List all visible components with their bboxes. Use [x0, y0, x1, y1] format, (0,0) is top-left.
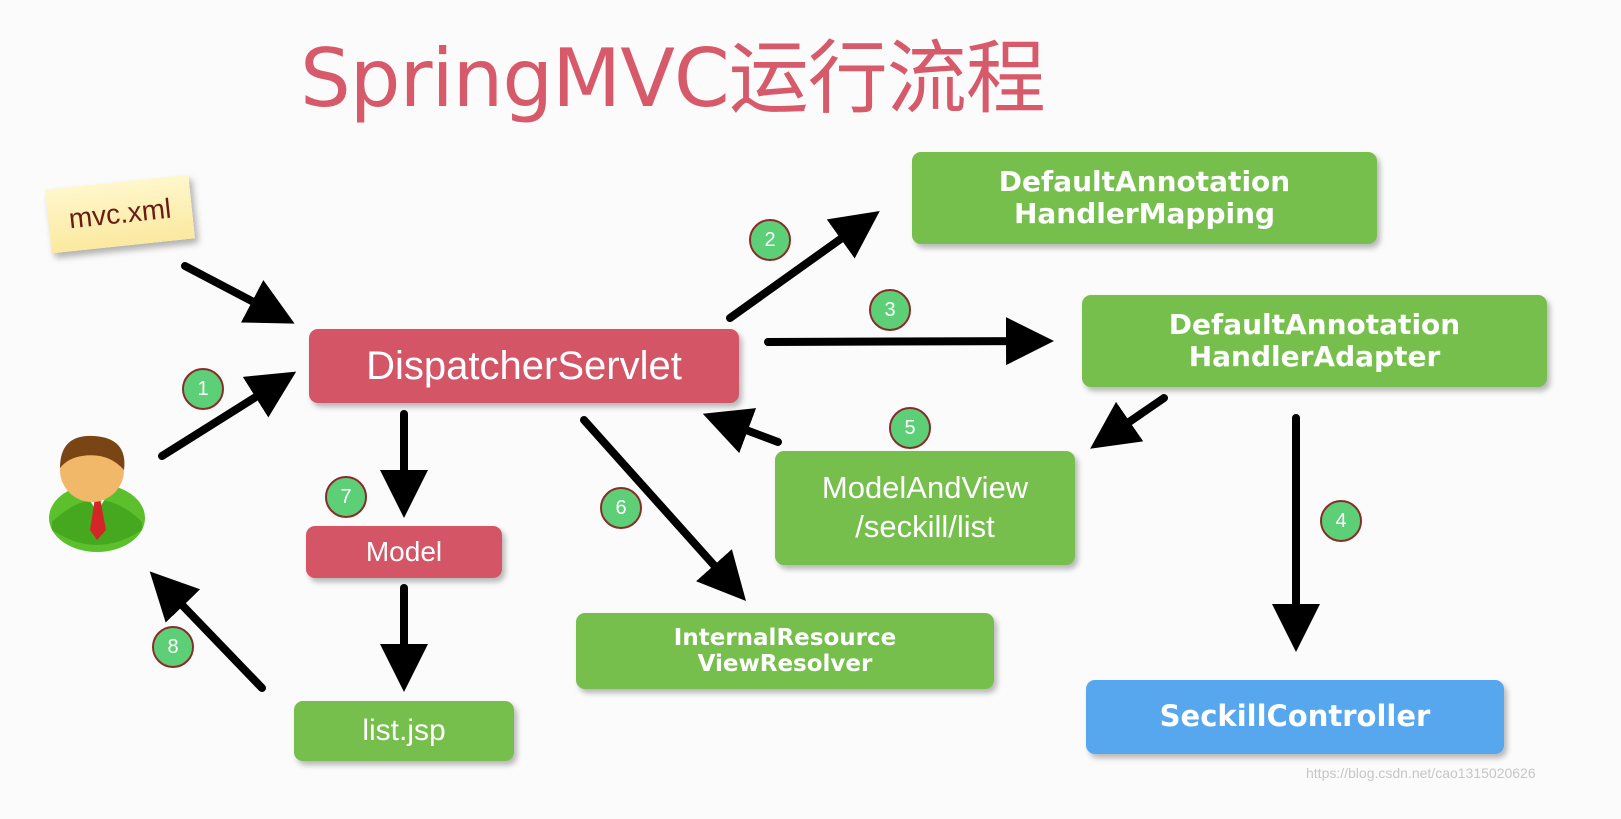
handler-adapter-box: DefaultAnnotation HandlerAdapter: [1082, 295, 1547, 387]
list-jsp-box: list.jsp: [294, 701, 514, 761]
dispatcher-servlet-box: DispatcherServlet: [309, 329, 739, 403]
step-badge-7: 7: [325, 476, 367, 518]
handler-adapter-line-2: HandlerAdapter: [1188, 340, 1441, 373]
model-and-view-line-2: /seckill/list: [855, 509, 995, 544]
step-badge-3: 3: [869, 289, 911, 331]
seckill-controller-label: SeckillController: [1159, 699, 1431, 734]
model-and-view-line-1: ModelAndView: [821, 470, 1029, 506]
arrow-step-3: [764, 317, 1054, 366]
view-resolver-box: InternalResource ViewResolver: [576, 613, 994, 689]
step-badge-6: 6: [600, 487, 642, 529]
step-badge-2: 2: [749, 219, 791, 261]
list-jsp-label: list.jsp: [362, 713, 446, 747]
model-label: Model: [365, 535, 443, 567]
seckill-controller-box: SeckillController: [1086, 680, 1504, 754]
step-badge-4: 4: [1320, 500, 1362, 542]
handler-mapping-line-1: DefaultAnnotation: [998, 164, 1291, 198]
arrow-step-8: [149, 571, 266, 692]
handler-mapping-line-2: HandlerMapping: [1013, 197, 1276, 230]
model-box: Model: [306, 526, 502, 578]
handler-mapping-box: DefaultAnnotation HandlerMapping: [912, 152, 1377, 244]
arrow-adapter-to-mav: [1090, 394, 1168, 449]
step-badge-5: 5: [889, 407, 931, 449]
step-badge-1: 1: [182, 368, 224, 410]
dispatcher-servlet-label: DispatcherServlet: [366, 344, 682, 388]
arrow-xml-to-dispatcher: [181, 262, 295, 324]
step-badge-8: 8: [152, 626, 194, 668]
arrow-step-2: [726, 211, 880, 322]
diagram-title: SpringMVC运行流程: [300, 32, 1046, 125]
arrow-step-5: [702, 408, 782, 454]
view-resolver-line-1: InternalResource: [673, 624, 897, 651]
view-resolver-line-2: ViewResolver: [697, 651, 873, 677]
handler-adapter-line-1: DefaultAnnotation: [1168, 307, 1461, 341]
model-and-view-box: ModelAndView /seckill/list: [775, 451, 1075, 565]
arrow-step-1: [158, 371, 297, 460]
watermark: https://blog.csdn.net/cao1315020626: [1306, 765, 1536, 781]
arrow-step-6: [580, 416, 747, 601]
